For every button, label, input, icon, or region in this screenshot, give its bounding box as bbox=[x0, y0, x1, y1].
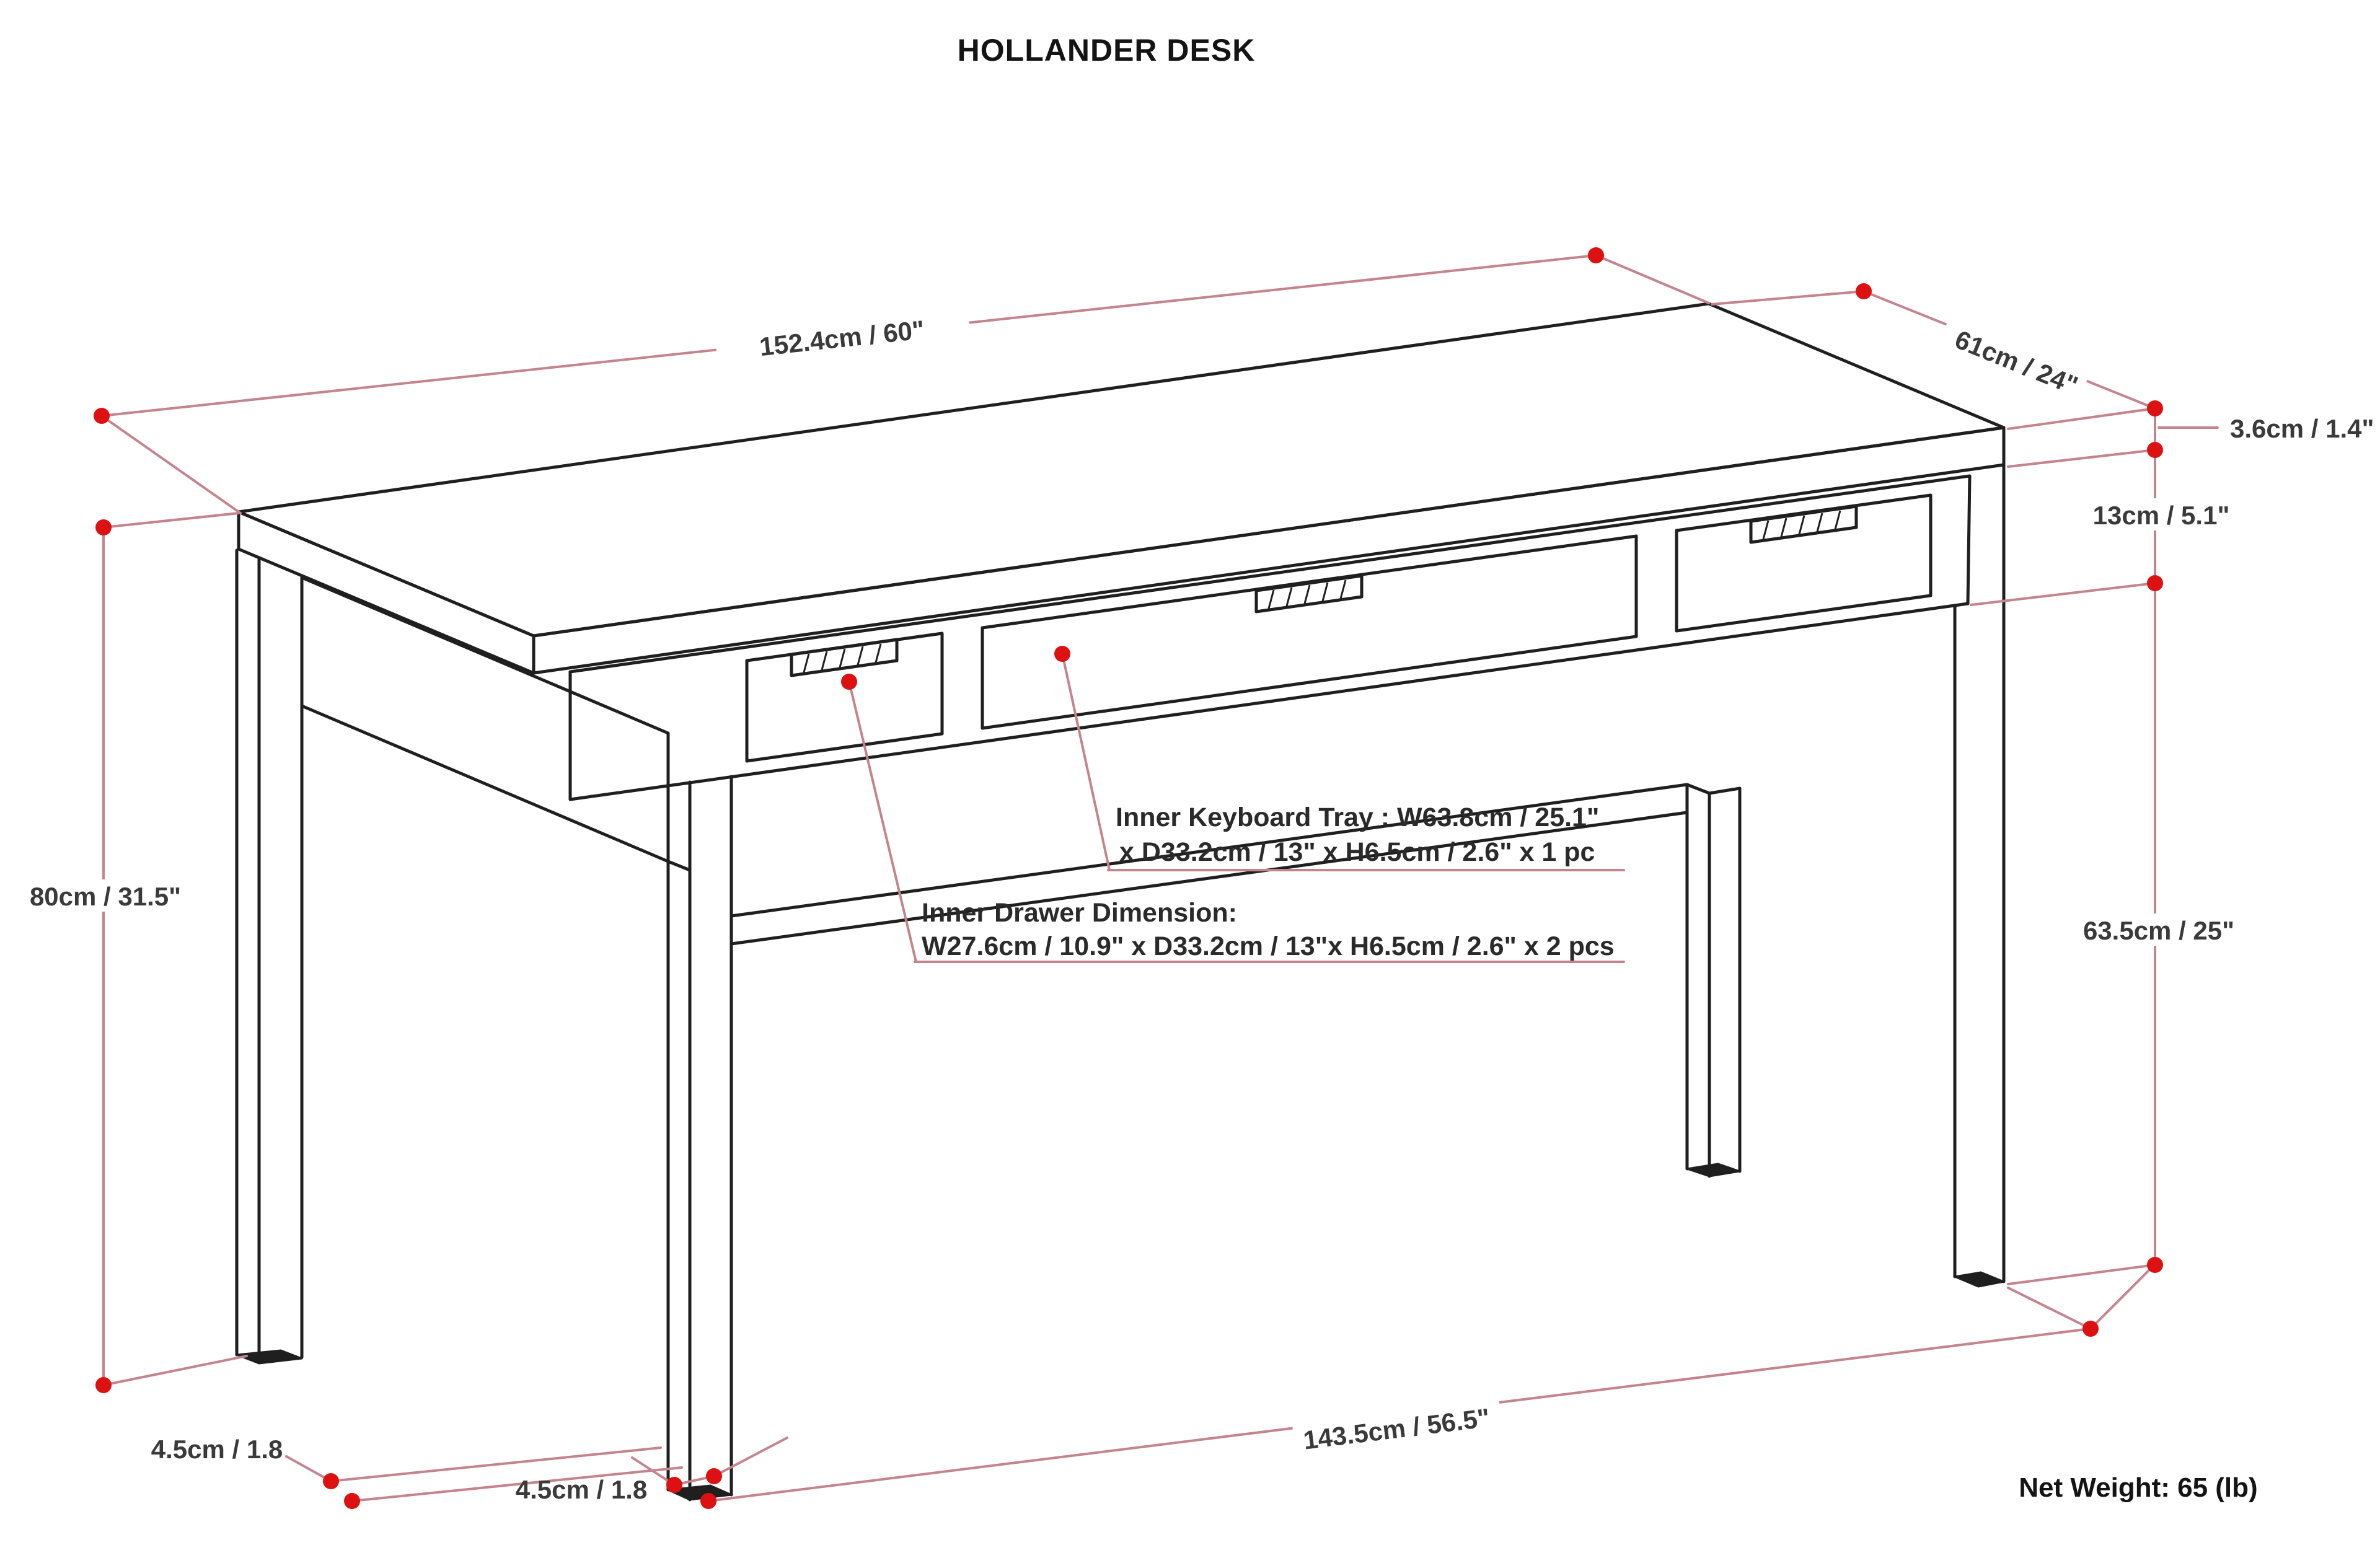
back-rail-lower-edge bbox=[729, 811, 1689, 946]
dimension-dot bbox=[2147, 575, 2163, 591]
dimension-dot bbox=[1856, 283, 1872, 299]
back-left-leg-foot bbox=[236, 1349, 303, 1365]
dimension-dot bbox=[95, 519, 112, 535]
dim-label-thickness: 3.6cm / 1.4" bbox=[2230, 414, 2374, 443]
dim-label-depth: 61cm / 24" bbox=[1951, 325, 2082, 400]
leader-line bbox=[2007, 1264, 2156, 1285]
dim-label-leg-thickness-back: 4.5cm / 1.8 bbox=[151, 1435, 283, 1464]
dimension-dots bbox=[94, 247, 2163, 1509]
dim-label-leg-height: 63.5cm / 25" bbox=[2083, 916, 2234, 945]
left-drawer-handle[interactable] bbox=[790, 638, 899, 677]
desk-line-art bbox=[235, 302, 2006, 1502]
leader-line bbox=[351, 1466, 683, 1502]
keyboard-tray-handle[interactable] bbox=[1254, 574, 1364, 614]
dim-label-leg-span: 143.5cm / 56.5" bbox=[1302, 1403, 1491, 1455]
leader-line bbox=[1970, 582, 2156, 606]
keyboard-tray-annotation-line1: Inner Keyboard Tray : W63.8cm / 25.1" bbox=[1116, 803, 1599, 832]
keyboard-tray-handle-hatch bbox=[1267, 579, 1347, 609]
inner-drawer-leader bbox=[848, 680, 917, 963]
leader-line bbox=[2007, 1287, 2092, 1330]
back-right-leg bbox=[1685, 783, 1742, 1178]
left-drawer[interactable] bbox=[745, 632, 944, 763]
dimension-dot bbox=[1588, 247, 1604, 263]
back-rail-upper-edge bbox=[729, 783, 1689, 918]
label-backgrounds bbox=[28, 307, 2239, 1458]
keyboard-tray-front[interactable] bbox=[981, 534, 1638, 730]
front-left-leg bbox=[666, 775, 733, 1502]
inner-drawer-annotation-line2: W27.6cm / 10.9" x D33.2cm / 13"x H6.5cm … bbox=[922, 931, 1615, 961]
dimension-dot bbox=[344, 1493, 360, 1509]
apron-front-face bbox=[568, 474, 1972, 801]
keyboard-tray-dot bbox=[1054, 646, 1070, 662]
right-drawer-handle[interactable] bbox=[1749, 504, 1858, 544]
leader-line bbox=[1595, 254, 1710, 304]
leader-line bbox=[2007, 449, 2156, 468]
leader-line bbox=[102, 512, 240, 529]
inner-drawer-dot bbox=[841, 674, 857, 690]
front-right-leg bbox=[1953, 463, 2006, 1288]
dimension-dot bbox=[706, 1468, 722, 1484]
leader-line bbox=[330, 1446, 662, 1482]
front-left-leg-foot bbox=[667, 1484, 733, 1501]
dimension-dot bbox=[2082, 1321, 2099, 1337]
dimension-dot bbox=[323, 1473, 339, 1489]
leader-line bbox=[100, 415, 242, 514]
dim-label-apron: 13cm / 5.1" bbox=[2093, 501, 2230, 530]
desktop-top-face bbox=[237, 302, 2006, 638]
dim-label-overall-height: 80cm / 31.5" bbox=[30, 882, 181, 911]
dimension-dot bbox=[94, 408, 110, 424]
keyboard-tray-drawer[interactable] bbox=[981, 534, 1638, 730]
keyboard-tray-annotation-line2: x D33.2cm / 13" x H6.5cm / 2.6" x 1 pc bbox=[1119, 837, 1595, 867]
back-left-leg bbox=[235, 548, 304, 1365]
net-weight-label: Net Weight: 65 (lb) bbox=[2019, 1472, 2257, 1503]
left-drawer-handle-hatch bbox=[803, 643, 882, 673]
dimension-dot bbox=[2147, 442, 2163, 458]
annotation-text: Inner Keyboard Tray : W63.8cm / 25.1" x … bbox=[922, 803, 1615, 961]
leader-line bbox=[631, 1456, 676, 1486]
leader-line bbox=[2089, 1267, 2152, 1330]
inner-drawer-annotation-line1: Inner Drawer Dimension: bbox=[922, 898, 1237, 928]
desktop-left-face bbox=[237, 510, 536, 675]
dimension-dot bbox=[95, 1377, 112, 1393]
dimension-dot bbox=[2147, 1257, 2163, 1273]
dim-label-leg-thickness-front: 4.5cm / 1.8 bbox=[516, 1475, 647, 1504]
desktop-front-face bbox=[532, 426, 2006, 675]
right-drawer-handle-hatch bbox=[1762, 510, 1841, 540]
left-side-rail bbox=[300, 576, 670, 863]
leader-line bbox=[2007, 407, 2156, 430]
back-right-leg-foot bbox=[1686, 1163, 1741, 1177]
right-drawer[interactable] bbox=[1675, 493, 1933, 633]
dimension-dot bbox=[2147, 400, 2163, 416]
leader-line bbox=[713, 1437, 788, 1477]
leader-line bbox=[102, 1355, 248, 1386]
keyboard-tray-leader bbox=[1061, 653, 1111, 871]
leader-line bbox=[1711, 290, 1865, 306]
front-right-leg-foot bbox=[1954, 1271, 2005, 1288]
leader-line bbox=[285, 1455, 332, 1482]
dimension-lines bbox=[100, 254, 2219, 1502]
dimension-dot bbox=[666, 1477, 682, 1493]
dimension-dot bbox=[700, 1493, 716, 1509]
page-title: HOLLANDER DESK bbox=[958, 33, 1256, 68]
